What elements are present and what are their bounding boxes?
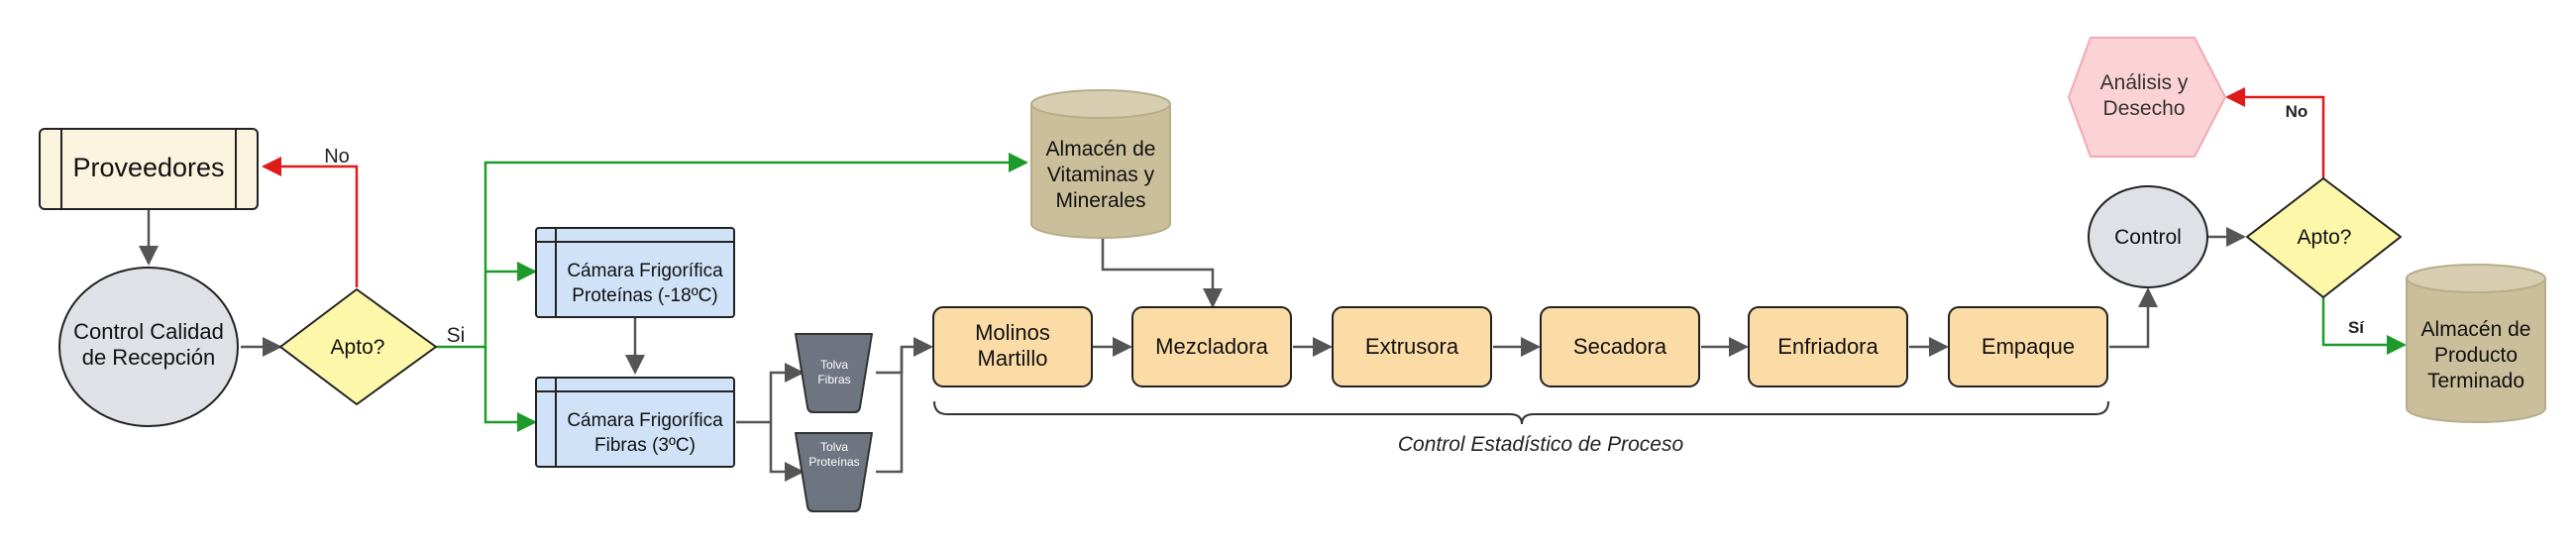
edge-apto2-si-to-almacen bbox=[2321, 297, 2407, 355]
edge-apto2-no-to-analisis bbox=[2225, 87, 2325, 178]
node-analisis-desecho[interactable]: Análisis y Desecho bbox=[2068, 37, 2226, 158]
almacen-producto-line-2: Producto bbox=[2434, 344, 2518, 367]
camara-fibras-line-1: Cámara Frigorífica bbox=[567, 410, 723, 431]
edge-apto-si-to-vitaminas bbox=[436, 153, 1028, 349]
label-no-1: No bbox=[324, 146, 350, 167]
almacen-producto-line-3: Terminado bbox=[2427, 370, 2524, 392]
edge-tolva-proteinas-to-molinos bbox=[876, 347, 904, 474]
tolva-fibras-line-1: Tolva bbox=[820, 358, 848, 372]
camara-proteinas-line-1: Cámara Frigorífica bbox=[567, 261, 723, 281]
node-proveedores[interactable]: Proveedores bbox=[39, 128, 259, 210]
camara-proteinas-line-2: Proteínas (-18ºC) bbox=[572, 285, 717, 306]
control-calidad-line-2: de Recepción bbox=[82, 345, 216, 370]
almacen-vitaminas-line-1: Almacén de bbox=[1046, 138, 1156, 161]
edge-fibras-to-tolva-proteinas bbox=[769, 422, 805, 482]
node-tolva-proteinas[interactable]: Tolva Proteínas bbox=[795, 432, 873, 512]
label-si-1: Si bbox=[447, 324, 466, 347]
edge-tolva-fibras-to-molinos bbox=[876, 337, 933, 375]
control-label: Control bbox=[2114, 226, 2182, 249]
edge-vitaminas-to-mezcladora bbox=[1101, 238, 1223, 308]
empaque-label: Empaque bbox=[1982, 334, 2075, 359]
node-empaque[interactable]: Empaque bbox=[1948, 306, 2108, 387]
node-apto-2[interactable]: Apto? bbox=[2246, 177, 2402, 298]
tolva-fibras-line-2: Fibras bbox=[817, 373, 850, 386]
enfriadora-label: Enfriadora bbox=[1777, 334, 1878, 359]
apto-1-label: Apto? bbox=[331, 336, 385, 359]
node-extrusora[interactable]: Extrusora bbox=[1332, 306, 1492, 387]
proveedores-label: Proveedores bbox=[72, 153, 224, 182]
molinos-line-2: Martillo bbox=[978, 346, 1048, 371]
secadora-label: Secadora bbox=[1573, 334, 1667, 359]
node-control-calidad[interactable]: Control Calidad de Recepción bbox=[58, 267, 239, 427]
node-almacen-producto[interactable]: Almacén de Producto Terminado bbox=[2406, 264, 2546, 423]
node-apto-1[interactable]: Apto? bbox=[279, 288, 437, 405]
molinos-line-1: Molinos bbox=[975, 320, 1050, 345]
node-secadora[interactable]: Secadora bbox=[1540, 306, 1700, 387]
control-estadistico-brace bbox=[933, 400, 2109, 425]
tolva-proteinas-line-1: Tolva bbox=[820, 440, 848, 454]
edge-fibras-to-tolva-fibras bbox=[736, 363, 805, 424]
control-calidad-line-1: Control Calidad bbox=[73, 319, 224, 344]
almacen-vitaminas-line-3: Minerales bbox=[1055, 189, 1145, 212]
apto-2-label: Apto? bbox=[2298, 226, 2352, 249]
almacen-producto-line-1: Almacén de bbox=[2421, 318, 2531, 341]
node-molinos[interactable]: Molinos Martillo bbox=[932, 306, 1093, 387]
node-camara-fibras[interactable]: Cámara Frigorífica Fibras (3ºC) bbox=[535, 377, 735, 468]
node-mezcladora[interactable]: Mezcladora bbox=[1131, 306, 1292, 387]
almacen-vitaminas-line-2: Vitaminas y bbox=[1047, 164, 1155, 186]
node-enfriadora[interactable]: Enfriadora bbox=[1748, 306, 1908, 387]
label-no-2: No bbox=[2286, 102, 2308, 121]
node-camara-proteinas[interactable]: Cámara Frigorífica Proteínas (-18ºC) bbox=[535, 227, 735, 318]
edge-apto-si-to-camara-fibras bbox=[483, 347, 537, 432]
node-almacen-vitaminas[interactable]: Almacén de Vitaminas y Minerales bbox=[1030, 89, 1171, 239]
camara-fibras-line-2: Fibras (3ºC) bbox=[594, 435, 696, 456]
extrusora-label: Extrusora bbox=[1365, 334, 1459, 359]
tolva-proteinas-line-2: Proteínas bbox=[808, 455, 859, 469]
control-estadistico-label: Control Estadístico de Proceso bbox=[1398, 433, 1684, 456]
edges bbox=[139, 87, 2407, 482]
edge-empaque-to-control bbox=[2109, 287, 2158, 349]
node-tolva-fibras[interactable]: Tolva Fibras bbox=[795, 333, 873, 413]
mezcladora-label: Mezcladora bbox=[1155, 334, 1268, 359]
analisis-line-2: Desecho bbox=[2103, 97, 2186, 120]
label-si-2: Sí bbox=[2348, 318, 2365, 337]
analisis-line-1: Análisis y bbox=[2100, 71, 2189, 94]
node-control[interactable]: Control bbox=[2088, 185, 2208, 288]
edge-apto-no-to-proveedores bbox=[262, 157, 359, 287]
